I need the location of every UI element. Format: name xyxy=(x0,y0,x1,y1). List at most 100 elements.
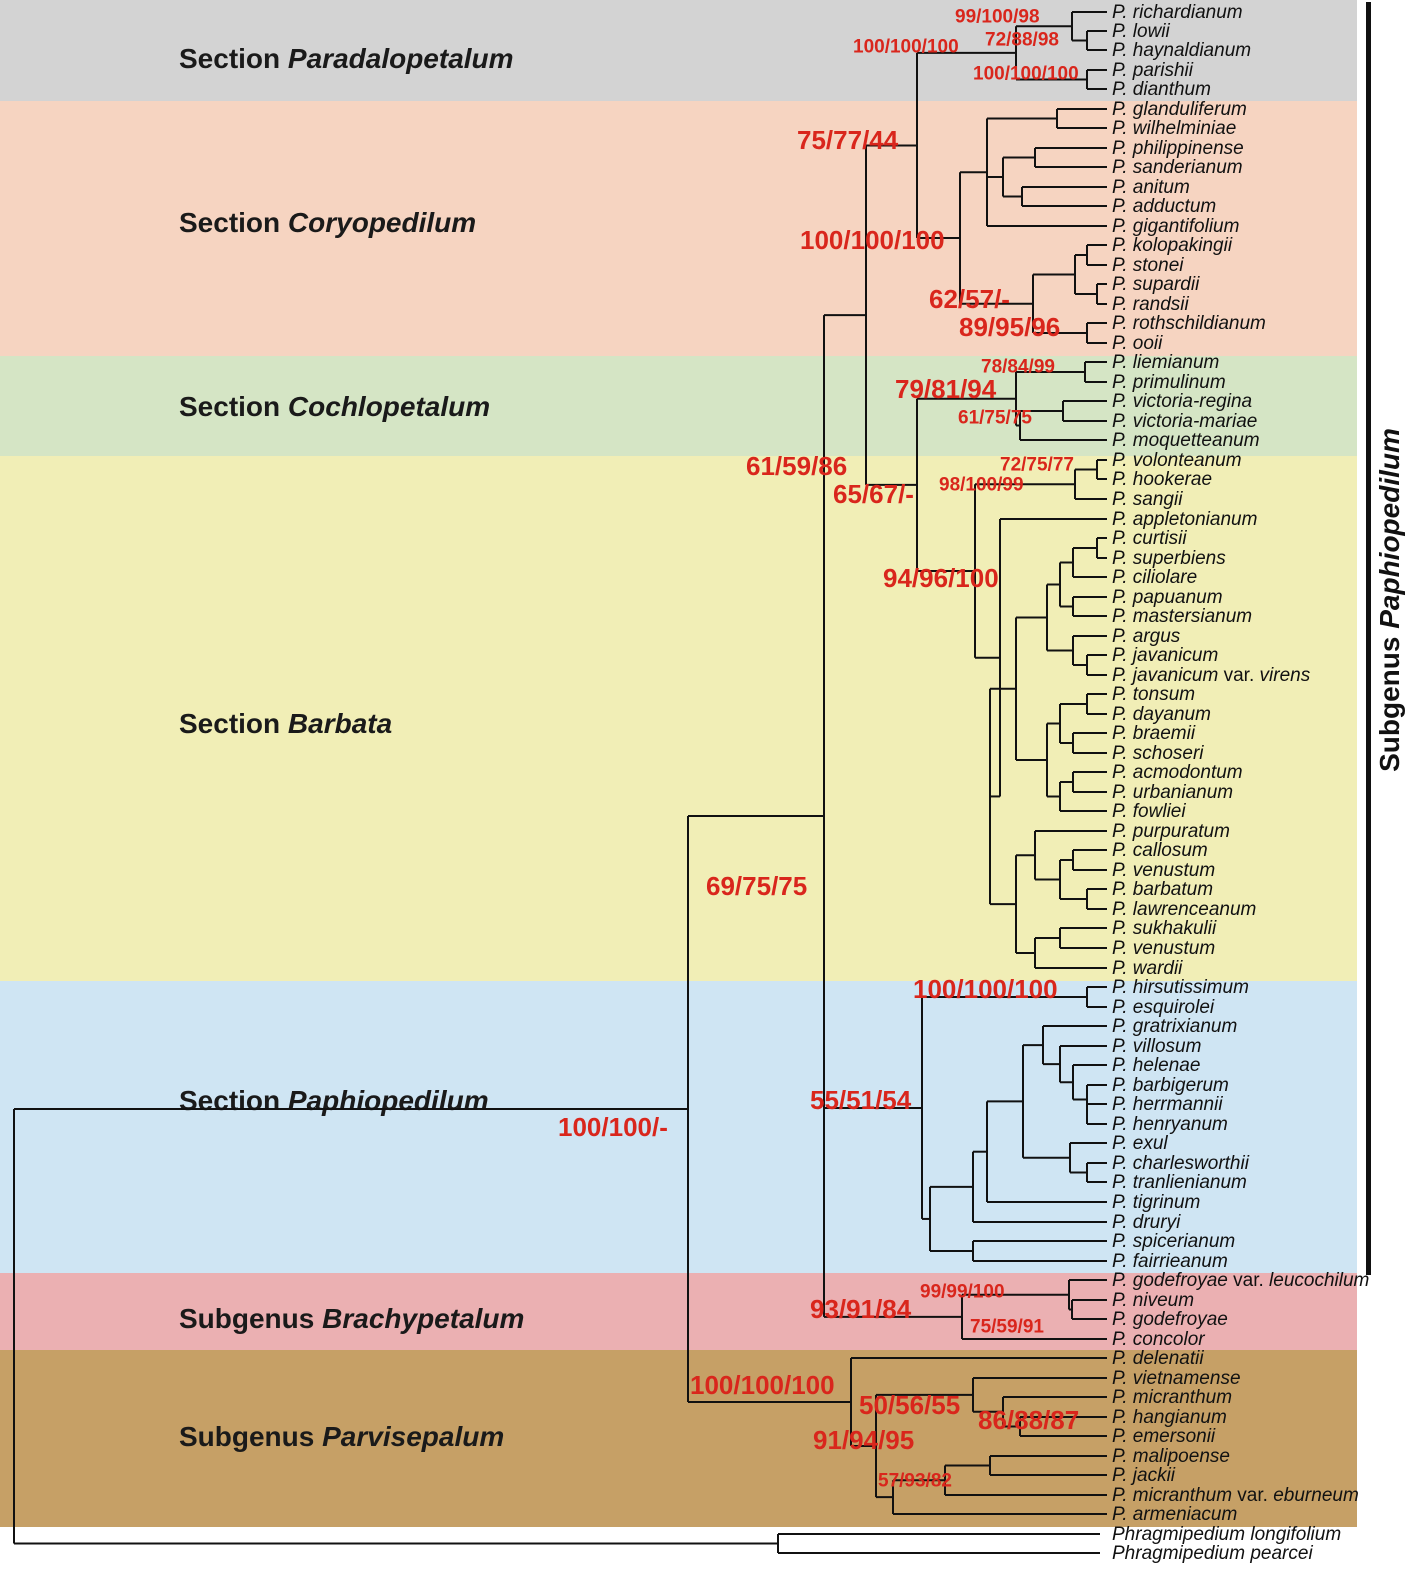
band-cochlopetalum xyxy=(0,356,1357,456)
tip-label: P. liemianum xyxy=(1112,352,1219,373)
tip-label: P. concolor xyxy=(1112,1329,1205,1350)
tip-label: P. sanderianum xyxy=(1112,157,1243,178)
tip-label: P. rothschildianum xyxy=(1112,313,1266,334)
support-value: 78/84/99 xyxy=(981,357,1055,378)
tip-label: P. barbatum xyxy=(1112,879,1213,900)
support-value: 89/95/96 xyxy=(959,312,1060,342)
tip-label: P. fowliei xyxy=(1112,801,1186,822)
tip-label: P. glanduliferum xyxy=(1112,99,1247,120)
tip-label: P. sangii xyxy=(1112,489,1183,510)
tip-label: P. tigrinum xyxy=(1112,1192,1200,1213)
subgenus-paphiopedilum-label: Subgenus Paphiopedilum xyxy=(1374,428,1405,772)
tip-label: P. superbiens xyxy=(1112,548,1226,569)
tip-label: P. javanicum xyxy=(1112,645,1218,666)
tip-label: P. ciliolare xyxy=(1112,567,1197,588)
support-value: 100/100/- xyxy=(558,1112,668,1142)
support-value: 50/56/55 xyxy=(859,1390,960,1420)
tip-label: P. armeniacum xyxy=(1112,1504,1237,1525)
tip-label: Phragmipedium longifolium xyxy=(1112,1524,1341,1545)
tip-label: P. javanicum var. virens xyxy=(1112,665,1311,686)
tip-label: P. druryi xyxy=(1112,1212,1181,1233)
tip-label: P. volonteanum xyxy=(1112,450,1242,471)
support-value: 79/81/94 xyxy=(895,374,997,404)
support-value: 100/100/100 xyxy=(690,1370,835,1400)
tip-label: P. richardianum xyxy=(1112,2,1243,23)
band-coryopedilum xyxy=(0,101,1357,356)
tip-label: P. jackii xyxy=(1112,1465,1176,1486)
tip-label: P. emersonii xyxy=(1112,1426,1216,1447)
tip-label: P. sukhakulii xyxy=(1112,918,1217,939)
support-value: 86/88/87 xyxy=(978,1405,1079,1435)
tip-label: P. spicerianum xyxy=(1112,1231,1235,1252)
tip-label: P. hirsutissimum xyxy=(1112,977,1249,998)
tip-label: P. dianthum xyxy=(1112,79,1211,100)
support-value: 94/96/100 xyxy=(883,563,999,593)
tip-label: P. barbigerum xyxy=(1112,1075,1229,1096)
band-barbata xyxy=(0,456,1357,981)
tip-label: P. adductum xyxy=(1112,196,1216,217)
tip-label: P. gratrixianum xyxy=(1112,1016,1237,1037)
tip-label: P. helenae xyxy=(1112,1055,1200,1076)
tip-label: P. braemii xyxy=(1112,723,1196,744)
tip-label: P. callosum xyxy=(1112,840,1208,861)
tip-label: P. fairrieanum xyxy=(1112,1251,1228,1272)
tip-label: P. randsii xyxy=(1112,294,1190,315)
tip-label: P. haynaldianum xyxy=(1112,40,1251,61)
tip-label: P. appletonianum xyxy=(1112,509,1257,530)
tip-label: P. philippinense xyxy=(1112,138,1244,159)
band-label-barbata: Section Barbata xyxy=(179,708,393,739)
support-value: 57/93/82 xyxy=(878,1471,952,1492)
support-value: 72/75/77 xyxy=(1000,455,1074,476)
band-brachypetalum xyxy=(0,1273,1357,1350)
support-value: 61/75/75 xyxy=(958,408,1032,429)
tip-label: P. herrmannii xyxy=(1112,1094,1223,1115)
tip-label: P. niveum xyxy=(1112,1290,1194,1311)
band-label-coryopedilum: Section Coryopedilum xyxy=(179,207,477,238)
tip-label: P. papuanum xyxy=(1112,587,1223,608)
support-value: 75/77/44 xyxy=(797,125,899,155)
band-paradalopetalum xyxy=(0,0,1357,101)
tip-label: P. vietnamense xyxy=(1112,1368,1241,1389)
tip-label: P. schoseri xyxy=(1112,743,1204,764)
tip-label: Phragmipedium pearcei xyxy=(1112,1543,1313,1564)
tip-label: P. victoria-mariae xyxy=(1112,411,1257,432)
tip-label: P. parishii xyxy=(1112,60,1194,81)
support-value: 62/57/- xyxy=(929,284,1010,314)
support-value: 75/59/91 xyxy=(970,1317,1044,1338)
band-label-paphiopedilum: Section Paphiopedilum xyxy=(179,1085,489,1116)
tip-label: P. henryanum xyxy=(1112,1114,1228,1135)
tip-label: P. ooii xyxy=(1112,333,1163,354)
tip-label: P. urbanianum xyxy=(1112,782,1233,803)
tip-label: P. delenatii xyxy=(1112,1348,1204,1369)
tip-label: P. exul xyxy=(1112,1133,1168,1154)
tip-label: P. primulinum xyxy=(1112,372,1226,393)
support-value: 99/99/100 xyxy=(920,1282,1005,1303)
tip-label: P. mastersianum xyxy=(1112,606,1252,627)
tip-label: P. wardii xyxy=(1112,958,1183,979)
support-value: 69/75/75 xyxy=(706,871,807,901)
tip-label: P. moquetteanum xyxy=(1112,430,1260,451)
band-label-cochlopetalum: Section Cochlopetalum xyxy=(179,391,491,422)
support-value: 72/88/98 xyxy=(985,30,1059,51)
tip-label: P. victoria-regina xyxy=(1112,391,1252,412)
tip-label: P. tonsum xyxy=(1112,684,1195,705)
tip-label: P. curtisii xyxy=(1112,528,1187,549)
tip-label: P. stonei xyxy=(1112,255,1184,276)
tip-label: P. tranlienianum xyxy=(1112,1172,1247,1193)
support-value: 61/59/86 xyxy=(746,451,847,481)
support-value: 91/94/95 xyxy=(813,1425,914,1455)
subgenus-bracket xyxy=(1366,2,1371,1275)
tip-label: P. supardii xyxy=(1112,274,1200,295)
tip-label: P. venustum xyxy=(1112,860,1215,881)
tip-label: P. venustum xyxy=(1112,938,1215,959)
tip-label: P. hookerae xyxy=(1112,469,1212,490)
tip-label: P. godefroyae xyxy=(1112,1309,1228,1330)
support-value: 100/100/100 xyxy=(853,37,959,58)
tip-label: P. acmodontum xyxy=(1112,762,1243,783)
tip-label: P. lowii xyxy=(1112,21,1171,42)
band-paphiopedilum xyxy=(0,981,1357,1273)
tip-label: P. wilhelminiae xyxy=(1112,118,1236,139)
support-value: 100/100/100 xyxy=(800,225,945,255)
